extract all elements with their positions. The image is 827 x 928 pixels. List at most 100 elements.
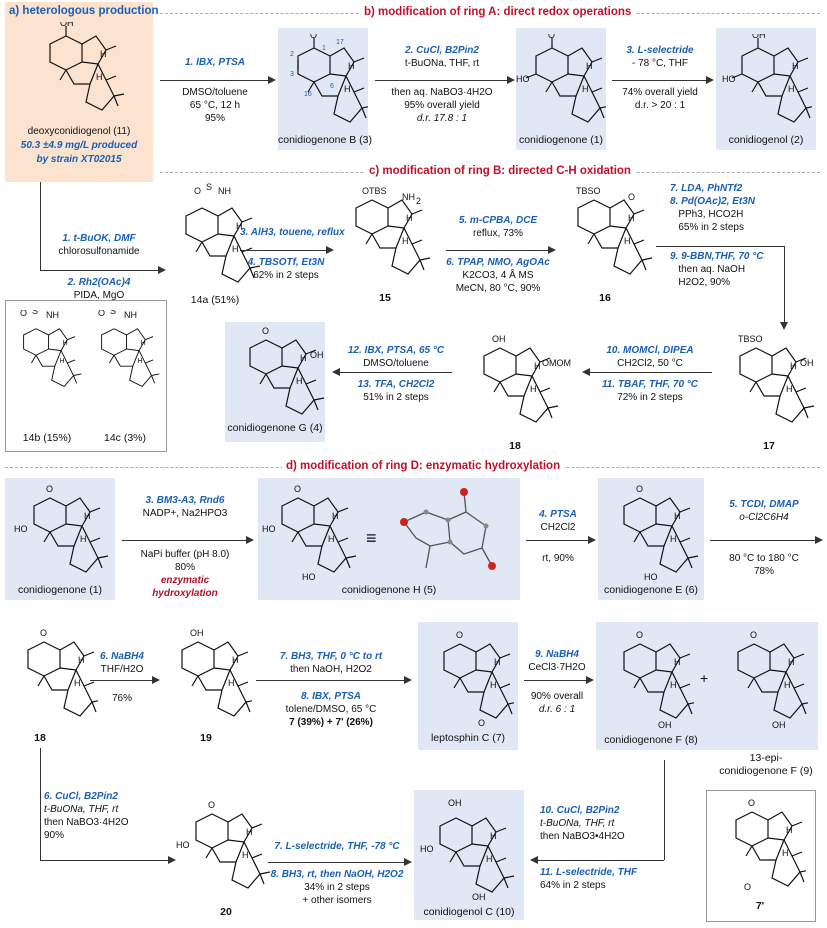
label-14b: 14b (15%) <box>22 432 72 444</box>
structure-17: TBSO OH <box>720 334 820 434</box>
arrow-b1 <box>160 80 270 81</box>
label-9b: conidiogenone F (9) <box>719 765 813 777</box>
svg-text:OH: OH <box>492 334 506 344</box>
label-17: 17 <box>763 440 775 452</box>
svg-text:O: O <box>40 628 47 638</box>
label-2: conidiogenol (2) <box>728 134 804 146</box>
label-6: conidiogenone E (6) <box>604 584 698 596</box>
section-c-title: c) modification of ring B: directed C-H … <box>365 165 635 177</box>
svg-text:HO: HO <box>262 524 276 534</box>
label-15: 15 <box>379 292 391 304</box>
arrow-d10-up <box>664 760 665 860</box>
cond-c3: 3. AlH3, touene, reflux <box>240 227 345 238</box>
arrow-b2 <box>375 80 509 81</box>
svg-text:6: 6 <box>330 83 334 90</box>
conidiogenone-g-box <box>225 322 325 442</box>
svg-text:O: O <box>478 718 485 728</box>
arrow-b3 <box>612 80 708 81</box>
label-8: conidiogenone F (8) <box>604 734 698 746</box>
svg-text:NH: NH <box>46 310 59 320</box>
svg-text:O: O <box>194 186 201 196</box>
svg-text:S: S <box>32 310 38 316</box>
section-d-title: d) modification of ring D: enzymatic hyd… <box>282 460 565 472</box>
production-box <box>5 2 153 182</box>
svg-text:O: O <box>636 484 643 494</box>
svg-text:1: 1 <box>322 45 326 52</box>
arrowhead-d7 <box>404 676 412 684</box>
arrow-c-down <box>40 182 41 270</box>
svg-text:O: O <box>310 34 317 40</box>
label-1d: conidiogenone (1) <box>17 584 103 596</box>
label-19: 19 <box>200 732 212 744</box>
arrow-d6 <box>90 680 154 681</box>
svg-text:S: S <box>206 182 212 192</box>
svg-text:OH: OH <box>772 720 786 730</box>
label-18: 18 <box>34 732 46 744</box>
svg-text:O: O <box>636 630 643 640</box>
svg-text:NH: NH <box>402 192 415 202</box>
arrowhead-b1 <box>268 76 276 84</box>
svg-text:OH: OH <box>800 358 814 368</box>
svg-text:16: 16 <box>304 91 312 98</box>
crystal-structure-5 <box>386 482 516 586</box>
label-7: leptosphin C (7) <box>430 732 506 744</box>
cond-b3: 3. L-selectride- 78 °C, THF <box>626 45 694 69</box>
svg-text:O: O <box>628 192 635 202</box>
svg-text:O: O <box>744 882 751 892</box>
arrow-d4 <box>526 540 590 541</box>
arrowhead-d7b <box>404 858 412 866</box>
svg-text:HO: HO <box>722 74 736 84</box>
cond-d6-rest: 76% <box>111 693 132 704</box>
arrowhead-c1 <box>158 266 166 274</box>
svg-text:OTBS: OTBS <box>362 186 387 196</box>
arrow-d3 <box>122 540 248 541</box>
svg-text:NH: NH <box>124 310 137 320</box>
svg-text:OH: OH <box>60 22 74 28</box>
arrowhead-b2 <box>507 76 515 84</box>
svg-text:OH: OH <box>310 350 324 360</box>
svg-text:HO: HO <box>516 74 530 84</box>
arrow-c10 <box>588 372 712 373</box>
leptosphin-box <box>418 622 518 750</box>
cond-b1: 1. IBX, PTSA <box>184 57 245 68</box>
structure-16: TBSO O <box>558 186 658 286</box>
label-20: 20 <box>220 906 232 918</box>
svg-text:OH: OH <box>448 798 462 808</box>
svg-text:TBSO: TBSO <box>738 334 763 344</box>
arrow-c12 <box>338 372 452 373</box>
label-18a: 18 <box>509 440 521 452</box>
label-7p: 7' <box>755 900 765 912</box>
label-4: conidiogenone G (4) <box>227 422 323 434</box>
svg-text:OMOM: OMOM <box>542 358 571 368</box>
arrowhead-d4 <box>588 536 596 544</box>
arrowhead-d3 <box>246 536 254 544</box>
cond-d4-rest: rt, 90% <box>542 553 574 564</box>
label-1: conidiogenone (1) <box>518 134 604 146</box>
svg-text:TBSO: TBSO <box>576 186 601 196</box>
